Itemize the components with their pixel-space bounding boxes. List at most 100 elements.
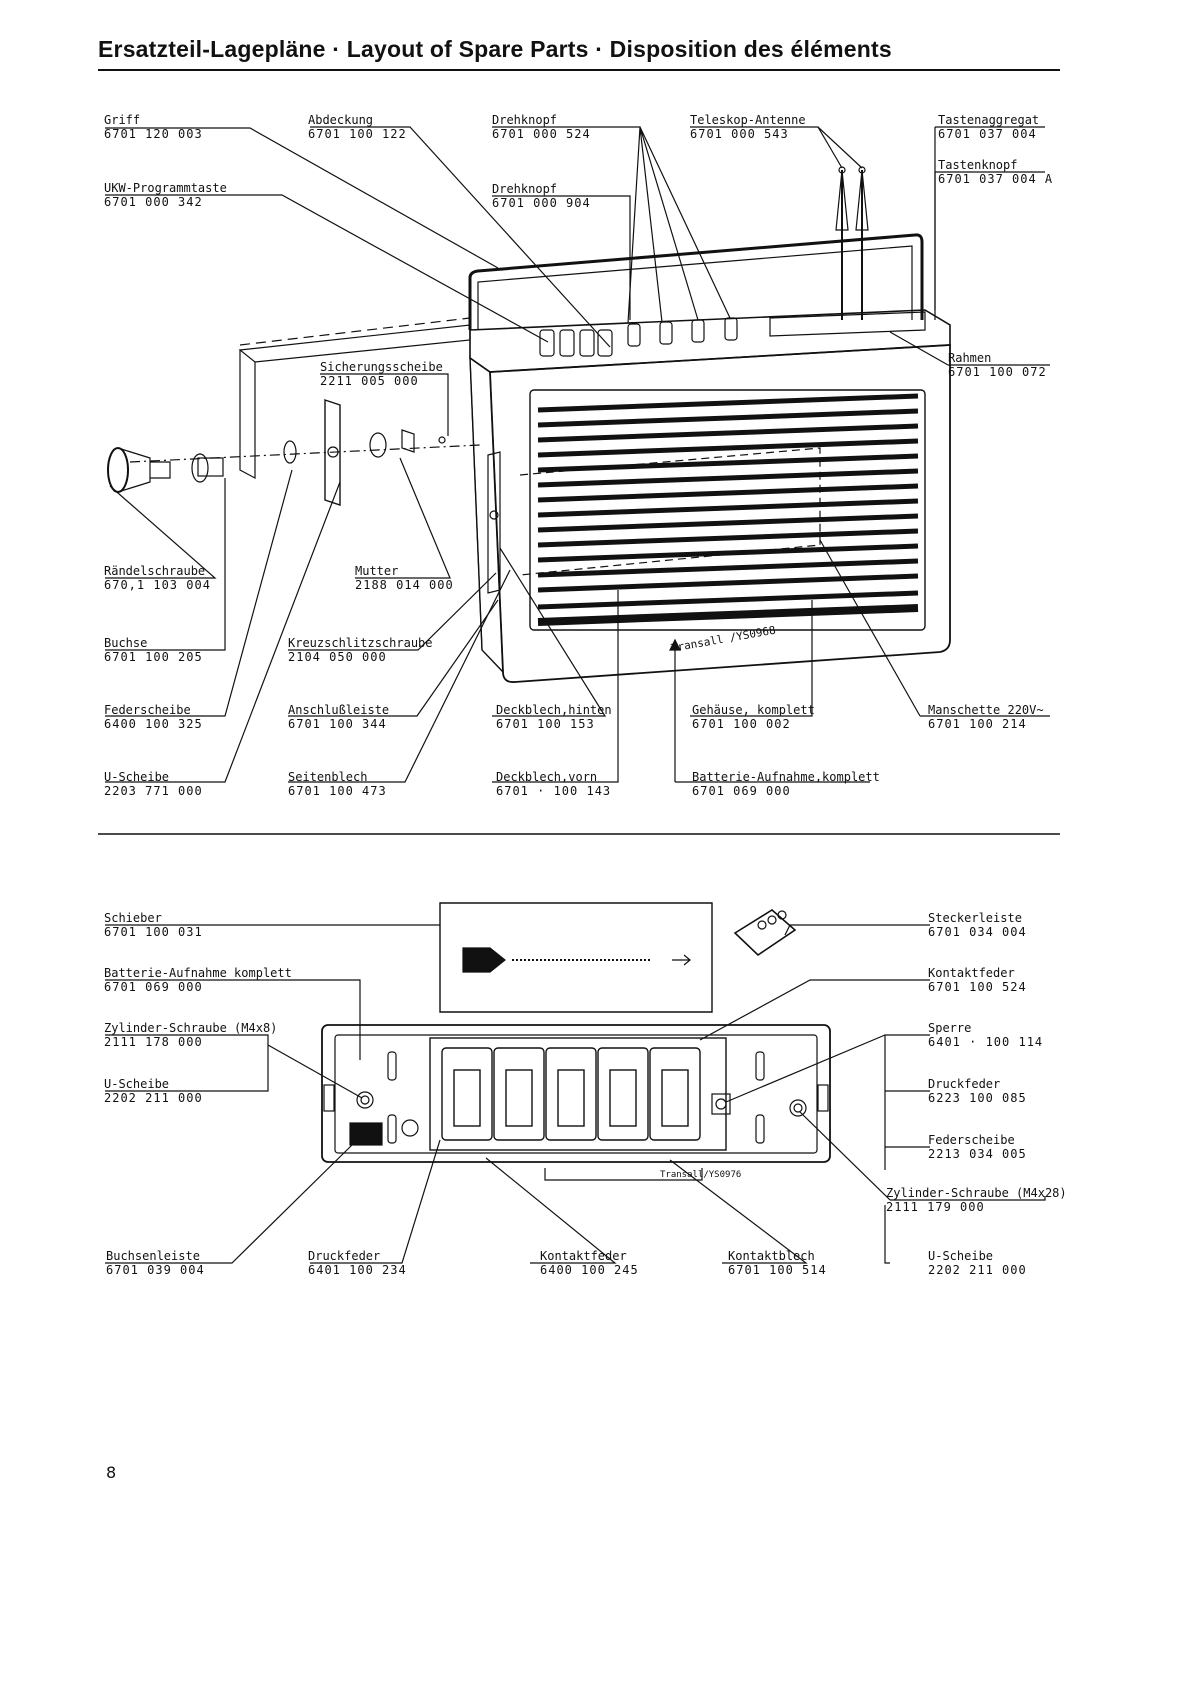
part-label-kontaktblech: Kontaktblech 6701 100 514	[728, 1249, 827, 1277]
part-label-u-scheibe-1: U-Scheibe 2203 771 000	[104, 770, 203, 798]
part-number: 2104 050 000	[288, 650, 387, 664]
part-label-anschlussleiste: Anschlußleiste 6701 100 344	[288, 703, 389, 731]
part-number: 6223 100 085	[928, 1091, 1027, 1105]
part-number: 6701 100 473	[288, 784, 387, 798]
part-name: Anschlußleiste	[288, 703, 390, 717]
part-name: Deckblech,hinten	[496, 703, 612, 717]
part-name: Tastenknopf	[938, 158, 1018, 172]
page-number: 8	[106, 1463, 117, 1482]
part-name: Federscheibe	[104, 703, 191, 717]
part-number: 6701 039 004	[106, 1263, 205, 1277]
part-label-druckfeder-1: Druckfeder 6223 100 085	[928, 1077, 1027, 1105]
part-number: 6701 100 214	[928, 717, 1027, 731]
part-label-abdeckung: Abdeckung 6701 100 122	[308, 113, 407, 141]
part-name: Buchsenleiste	[106, 1249, 200, 1263]
part-name: Zylinder-Schraube (M4x28)	[886, 1186, 1067, 1200]
part-label-ukw-programmtaste: UKW-Programmtaste 6701 000 342	[104, 181, 227, 209]
part-number: 6701 100 002	[692, 717, 791, 731]
part-number: 6400 100 245	[540, 1263, 639, 1277]
part-label-zylinder-schraube-2: Zylinder-Schraube (M4x28) 2111 179 000	[886, 1186, 1067, 1214]
part-number: 2188 014 000	[355, 578, 454, 592]
part-label-batterie-aufnahme-1: Batterie-Aufnahme,komplett 6701 069 000	[692, 770, 880, 798]
part-number: 6701 120 003	[104, 127, 203, 141]
part-label-mutter: Mutter 2188 014 000	[355, 564, 454, 592]
part-label-deckblech-hinten: Deckblech,hinten 6701 100 153	[496, 703, 612, 731]
part-name: Rahmen	[948, 351, 992, 365]
part-label-drehknopf-2: Drehknopf 6701 000 904	[492, 182, 591, 210]
part-label-drehknopf-1: Drehknopf 6701 000 524	[492, 113, 591, 141]
part-number: 670,1 103 004	[104, 578, 211, 592]
part-number: 2203 771 000	[104, 784, 203, 798]
part-label-steckerleiste: Steckerleiste 6701 034 004	[928, 911, 1027, 939]
part-name: Zylinder-Schraube (M4x8)	[104, 1021, 278, 1035]
part-label-rahmen: Rahmen 6701 100 072	[948, 351, 1047, 379]
part-label-federscheibe-1: Federscheibe 6400 100 325	[104, 703, 203, 731]
part-number: 6701 034 004	[928, 925, 1027, 939]
part-name: Rändelschraube	[104, 564, 206, 578]
part-number: 6701 037 004	[938, 127, 1037, 141]
part-number: 6701 100 122	[308, 127, 407, 141]
part-number: 6401 · 100 114	[928, 1035, 1044, 1049]
part-label-raendelschraube: Rändelschraube 670,1 103 004	[104, 564, 211, 592]
part-name: Drehknopf	[492, 182, 558, 196]
part-label-griff: Griff 6701 120 003	[104, 113, 203, 141]
part-number: 6701 100 514	[728, 1263, 827, 1277]
part-name: Schieber	[104, 911, 162, 925]
part-number: 2111 178 000	[104, 1035, 203, 1049]
part-number: 2202 211 000	[104, 1091, 203, 1105]
part-name: Buchse	[104, 636, 148, 650]
part-number: 6701 000 524	[492, 127, 591, 141]
part-number: 6701 100 205	[104, 650, 203, 664]
part-number: 2202 211 000	[928, 1263, 1027, 1277]
part-label-deckblech-vorn: Deckblech,vorn 6701 · 100 143	[496, 770, 611, 798]
part-name: Tastenaggregat	[938, 113, 1040, 127]
part-name: Manschette 220V~	[928, 703, 1044, 717]
battery-marking: Transall/YS0976	[660, 1170, 742, 1180]
part-name: Sicherungsscheibe	[320, 360, 443, 374]
part-name: Steckerleiste	[928, 911, 1022, 925]
part-number: 6400 100 325	[104, 717, 203, 731]
part-name: Kontaktfeder	[540, 1249, 627, 1263]
part-number: 2111 179 000	[886, 1200, 985, 1214]
part-label-druckfeder-2: Druckfeder 6401 100 234	[308, 1249, 407, 1277]
part-number: 6701 069 000	[104, 980, 203, 994]
part-label-kreuzschlitzschraube: Kreuzschlitzschraube 2104 050 000	[288, 636, 433, 664]
part-name: Drehknopf	[492, 113, 558, 127]
part-number: 6701 000 904	[492, 196, 591, 210]
part-label-sicherungsscheibe: Sicherungsscheibe 2211 005 000	[320, 360, 443, 388]
part-number: 6701 000 543	[690, 127, 789, 141]
part-number: 6701 · 100 143	[496, 784, 612, 798]
part-name: Griff	[104, 113, 141, 127]
part-label-gehaeuse: Gehäuse, komplett 6701 100 002	[692, 703, 815, 731]
part-label-u-scheibe-2: U-Scheibe 2202 211 000	[104, 1077, 203, 1105]
page-title: Ersatzteil-Lagepläne · Layout of Spare P…	[98, 36, 892, 62]
part-label-u-scheibe-3: U-Scheibe 2202 211 000	[928, 1249, 1027, 1277]
part-name: Gehäuse, komplett	[692, 703, 815, 717]
part-number: 6401 100 234	[308, 1263, 407, 1277]
part-name: Mutter	[355, 564, 399, 578]
part-label-buchsenleiste: Buchsenleiste 6701 039 004	[106, 1249, 205, 1277]
part-label-tastenknopf: Tastenknopf 6701 037 004 A	[938, 158, 1053, 186]
part-name: U-Scheibe	[928, 1249, 994, 1263]
part-name: Kontaktblech	[728, 1249, 815, 1263]
part-label-schieber: Schieber 6701 100 031	[104, 911, 203, 939]
part-name: Kreuzschlitzschraube	[288, 636, 433, 650]
part-number: 6701 000 342	[104, 195, 203, 209]
part-name: Kontaktfeder	[928, 966, 1015, 980]
part-label-zylinder-schraube-1: Zylinder-Schraube (M4x8) 2111 178 000	[104, 1021, 277, 1049]
part-number: 2213 034 005	[928, 1147, 1027, 1161]
part-number: 6701 100 072	[948, 365, 1047, 379]
part-label-kontaktfeder-2: Kontaktfeder 6400 100 245	[540, 1249, 639, 1277]
part-number: 2211 005 000	[320, 374, 419, 388]
part-label-manschette: Manschette 220V~ 6701 100 214	[928, 703, 1044, 731]
part-name: Druckfeder	[308, 1249, 381, 1263]
part-name: Deckblech,vorn	[496, 770, 598, 784]
part-label-seitenblech: Seitenblech 6701 100 473	[288, 770, 387, 798]
part-name: Seitenblech	[288, 770, 368, 784]
part-number: 6701 100 524	[928, 980, 1027, 994]
part-name: U-Scheibe	[104, 770, 170, 784]
part-label-sperre: Sperre 6401 · 100 114	[928, 1021, 1043, 1049]
part-label-kontaktfeder-1: Kontaktfeder 6701 100 524	[928, 966, 1027, 994]
